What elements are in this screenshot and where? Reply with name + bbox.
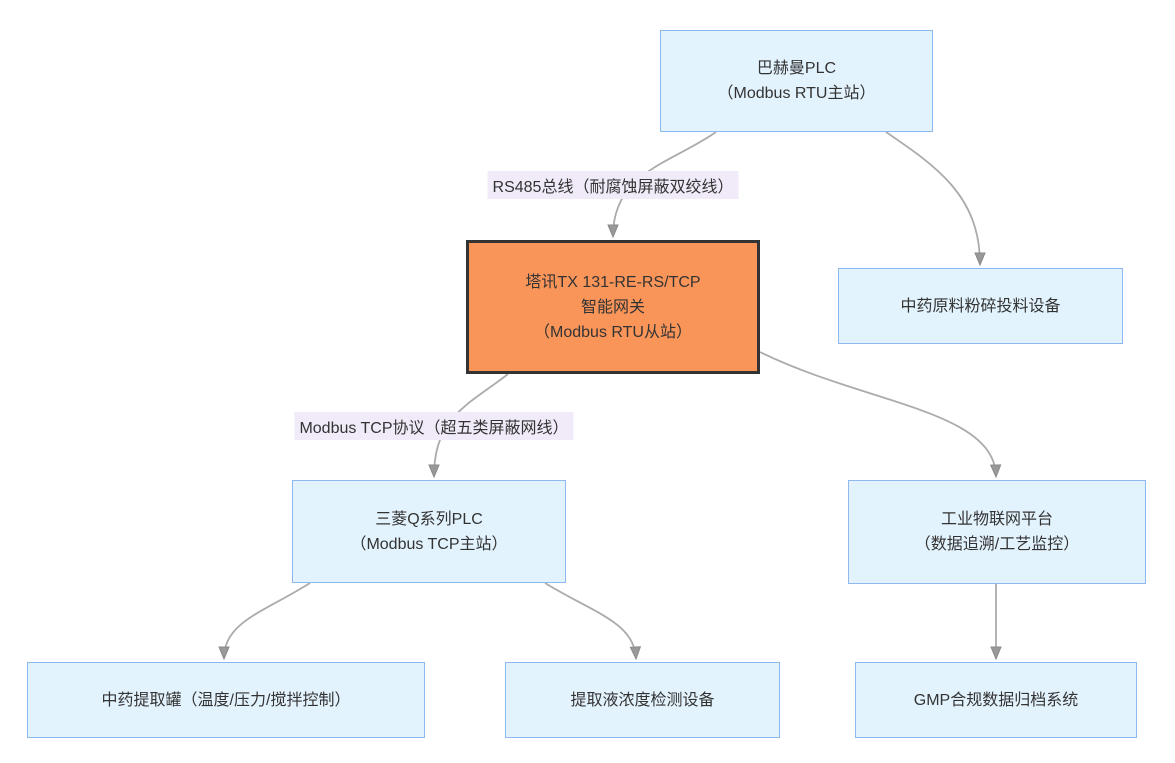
node-extraction-tank-line1: 中药提取罐（温度/压力/搅拌控制） xyxy=(101,691,351,709)
edge-mitsubishi-to-concentration xyxy=(544,582,636,658)
node-bachmann-plc: 巴赫曼PLC （Modbus RTU主站） xyxy=(660,30,933,132)
node-taxun-gateway-line2: 智能网关 xyxy=(580,298,645,316)
node-concentration-detector-line1: 提取液浓度检测设备 xyxy=(570,691,715,709)
node-mitsubishi-q-plc: 三菱Q系列PLC （Modbus TCP主站） xyxy=(292,480,566,583)
node-mitsubishi-q-plc-line2: （Modbus TCP主站） xyxy=(350,535,508,553)
edge-bachmann-to-crusher xyxy=(885,131,980,264)
node-taxun-gateway-line1: 塔讯TX 131-RE-RS/TCP xyxy=(525,273,701,291)
node-industrial-iot-platform-line1: 工业物联网平台 xyxy=(940,511,1053,528)
node-raw-material-crusher: 中药原料粉碎投料设备 xyxy=(838,268,1123,344)
node-mitsubishi-q-plc-line1: 三菱Q系列PLC xyxy=(375,510,483,528)
edge-gateway-to-iiot xyxy=(759,351,996,476)
node-raw-material-crusher-line1: 中药原料粉碎投料设备 xyxy=(900,297,1061,315)
node-gmp-archive-system: GMP合规数据归档系统 xyxy=(855,662,1137,738)
node-concentration-detector: 提取液浓度检测设备 xyxy=(505,662,780,738)
edge-label-rs485: RS485总线（耐腐蚀屏蔽双绞线） xyxy=(487,171,739,199)
node-gmp-archive-system-line1: GMP合规数据归档系统 xyxy=(913,691,1079,709)
node-taxun-gateway: 塔讯TX 131-RE-RS/TCP 智能网关 （Modbus RTU从站） xyxy=(466,240,760,374)
edge-mitsubishi-to-extractor xyxy=(224,582,311,658)
node-bachmann-plc-line1: 巴赫曼PLC xyxy=(756,60,837,77)
edge-label-modbus-tcp: Modbus TCP协议（超五类屏蔽网线） xyxy=(294,412,574,440)
node-taxun-gateway-line3: （Modbus RTU从站） xyxy=(534,323,692,341)
node-bachmann-plc-line2: （Modbus RTU主站） xyxy=(717,85,876,102)
node-industrial-iot-platform-line2: （数据追溯/工艺监控） xyxy=(914,536,1080,553)
node-industrial-iot-platform: 工业物联网平台 （数据追溯/工艺监控） xyxy=(848,480,1146,584)
node-extraction-tank: 中药提取罐（温度/压力/搅拌控制） xyxy=(27,662,425,738)
